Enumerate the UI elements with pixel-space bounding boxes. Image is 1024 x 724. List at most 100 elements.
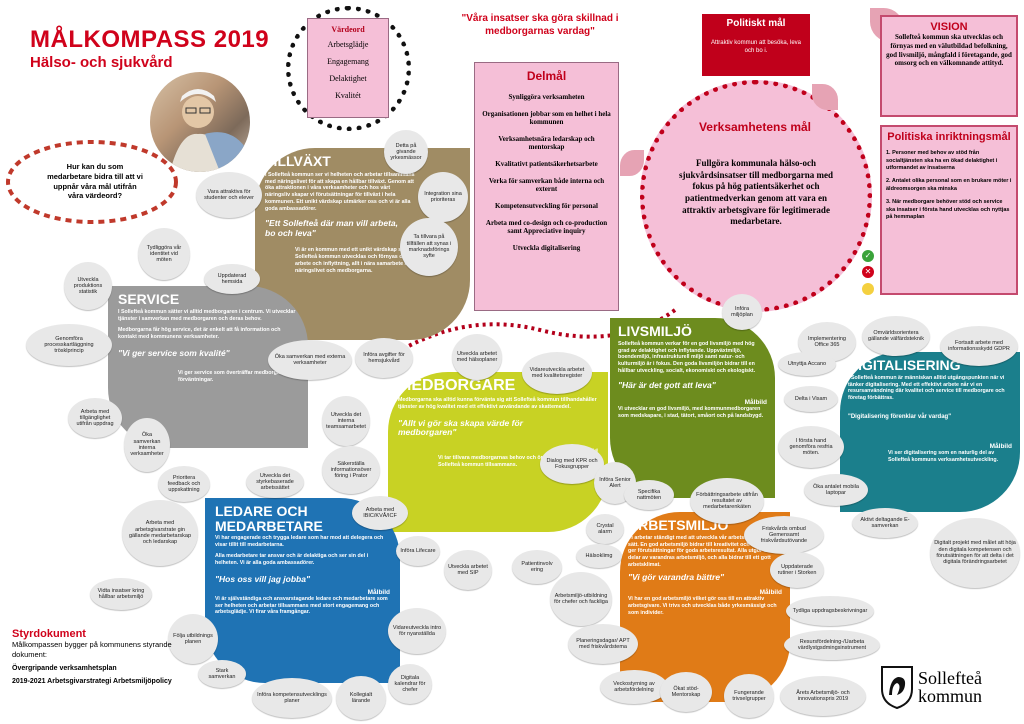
- bubble: Införa avgifter för hemsjukvård: [355, 338, 413, 378]
- bubble: Ta tillvara på tillfällen att synas i ma…: [400, 218, 458, 276]
- bubble: Fungerande trivselgrupper: [724, 674, 774, 718]
- ledare-text2: Alla medarbetare tar ansvar och är delak…: [215, 553, 369, 566]
- tillvaxt-quote: "Ett Sollefteå där man vill arbeta, bo o…: [265, 217, 398, 238]
- values-item: Delaktighet: [329, 74, 367, 83]
- ledare-section: LEDARE OCH MEDARBETARE Vi har engagerade…: [205, 498, 400, 683]
- bubble: Utveckla det styrkebaserade arbetssättet: [246, 466, 304, 498]
- crest-icon: [881, 666, 913, 709]
- bubble: Förbättringsarbete utifrån resultatet av…: [690, 478, 764, 524]
- digital-quote: "Digitalisering förenklar vår vardag": [848, 414, 952, 421]
- bubble: Utveckla arbetet med hälsoplaner: [452, 334, 502, 380]
- delmal-item: Kvalitativt patientsäkerhetsarbete: [495, 160, 598, 168]
- bubble: Följa utbildnings planen: [168, 614, 218, 664]
- bubble: Införa Lifecare: [396, 536, 440, 566]
- bubble: Tydliga uppdragsbeskrivningar: [786, 596, 874, 626]
- delmal-item: Verka för samverkan både interna och ext…: [488, 177, 605, 193]
- politiskt-mal-box: Politiskt mål Attraktiv kommun att besök…: [702, 14, 810, 76]
- bubble: Införa kompetensutvecklings planer: [252, 678, 332, 718]
- tillvaxt-text: I Sollefteå kommun ser vi helheten och a…: [265, 171, 415, 213]
- arbetsmiljo-title: ARBETSMILJÖ: [628, 517, 729, 533]
- politiskt-mal-title: Politiskt mål: [726, 18, 786, 29]
- digital-mb: Vi ser digitalisering som en naturlig de…: [888, 450, 999, 463]
- delmal-item: Verksamhetsnära ledarskap och mentorskap: [498, 135, 595, 151]
- verksamhet-leaf-icon: [620, 150, 644, 176]
- bubble: Uppdaterade rutiner i Storken: [770, 552, 824, 588]
- bubble: Resursfördelning-/Uarbeta värdlystgsdmin…: [784, 630, 880, 660]
- livsmiljo-quote: "Här är det gott att leva": [618, 380, 716, 391]
- politiska-item: 1. Personer med behov av stöd från socia…: [886, 150, 998, 172]
- bubble: Crystal alarm: [586, 514, 624, 544]
- verksamhet-leaf-icon: [812, 84, 838, 110]
- tillvaxt-mb: Vi är en kommun med ett unikt värdskap s…: [295, 247, 439, 275]
- bubble: Friskvårds ombud Gemensamt friskvårdsutö…: [744, 516, 824, 554]
- politiska-box: Politiska inriktningsmål 1. Personer med…: [880, 125, 1018, 295]
- question-dashed-outline: [6, 140, 178, 224]
- bubble: Öka antalet mobila laptopar: [804, 474, 868, 506]
- bubble: Prioritera feedback och uppskattning: [158, 466, 210, 502]
- municipality-logo: Sollefteå kommun: [880, 660, 1020, 714]
- bubble: Delta i Visam: [784, 386, 838, 412]
- bubble: Veckostyrning av arbetsfördelning: [600, 670, 668, 704]
- check-green-icon: ✓: [862, 250, 874, 262]
- delmal-item: Arbeta med co-design och co-production s…: [485, 219, 608, 235]
- bubble: Omvärldsorientera gällande välfärdstekni…: [862, 316, 930, 356]
- bubble: Planeringsdagar/ APT med friskvårdstema: [568, 624, 638, 664]
- tillvaxt-title: TILLVÄXT: [265, 153, 331, 169]
- delmal-item: Utveckla digitalisering: [512, 244, 581, 252]
- styrdokument-block: Styrdokument Målkompassen bygger på komm…: [12, 628, 172, 686]
- verksamhet-circle: [640, 80, 872, 312]
- vision-title: VISION: [930, 21, 968, 33]
- bubble: Patientinvolv ering: [512, 550, 562, 584]
- ledare-quote: "Hos oss vill jag jobba": [215, 573, 310, 584]
- bubble: Införa miljöplan: [722, 294, 762, 330]
- insatser-quote: "Våra insatser ska göra skillnad i medbo…: [461, 13, 619, 37]
- politiska-item: 2. Antalet olika personal som en brukare…: [886, 178, 1012, 192]
- logo-text: Sollefteå: [918, 668, 982, 688]
- bubble: Utveckla produktions statistik: [64, 262, 112, 310]
- delmal-item: Synliggöra verksamheten: [508, 93, 585, 101]
- arbetsmiljo-text: Vi arbetar ständigt med att utveckla vår…: [628, 534, 780, 569]
- bubble: Hälsoklimg: [576, 544, 622, 568]
- question-text: Hur kan du som medarbetare bidra till at…: [47, 162, 143, 201]
- bubble: Kollegialt lärande: [336, 676, 386, 720]
- delmal-item: Kompetensutveckling för personal: [495, 202, 598, 210]
- digital-title: DIGITALISERING: [848, 357, 961, 373]
- vision-box: VISION Sollefteå kommun ska utvecklas oc…: [880, 15, 1018, 117]
- bubble: Vidareutveckla arbetet med kvalitetsregi…: [522, 352, 592, 394]
- bubble: Arbeta med IBIC/KVÅ/ICF: [352, 496, 408, 530]
- bubble: Vidareutveckla intro för nyanställda: [388, 608, 446, 654]
- bubble: Aktivt deltagande E-samverkan: [852, 508, 918, 538]
- livsmiljo-section: LIVSMILJÖ Sollefteå kommun verkar för en…: [610, 318, 775, 498]
- bubble: Säkerställa informationsöver föring i Pr…: [322, 446, 380, 494]
- bubble: Öka samverkan interna verksamheter: [124, 418, 170, 472]
- bubble: Ökat stöd-Mentorskap: [660, 672, 712, 712]
- bubble: Öka samverkan med externa verksamheter: [268, 340, 352, 380]
- delmal-item: Organisationen jobbar som en helhet i he…: [482, 110, 611, 126]
- digital-text: I Sollefteå kommun är människan alltid u…: [848, 374, 1005, 402]
- bubble: Genomföra processkartläggning trösklprin…: [26, 324, 112, 366]
- bubble: Detta på givande yrkesmässor: [384, 130, 428, 174]
- delmal-title: Delmål: [526, 69, 567, 83]
- bubble: Fortsatt arbete med informationsskydd GD…: [940, 326, 1018, 366]
- dot-yellow-icon: [862, 283, 874, 295]
- service-text: I Sollefteå kommun sätter vi alltid medb…: [118, 308, 296, 322]
- medborgare-title: MEDBORGARE: [398, 377, 516, 394]
- styrdokument-doc: 2019-2021 Arbetsgivarstrategi Arbetsmilj…: [12, 677, 172, 685]
- digital-mb-label: Målbild: [989, 443, 1012, 451]
- bubble: Arbeta med arbetsgivarstrate gin gälland…: [122, 500, 198, 566]
- bubble: Stark samverkan: [198, 660, 246, 688]
- page-subtitle: Hälso- och sjukvård: [30, 54, 173, 71]
- ledare-mb: Vi är självständiga och ansvarstagande l…: [215, 595, 388, 616]
- bubble: Utveckla arbetet med SIP: [444, 550, 492, 590]
- values-item: Arbetsglädje: [327, 40, 369, 49]
- logo-text: kommun: [918, 686, 983, 706]
- ledare-title: LEDARE OCH MEDARBETARE: [215, 503, 323, 534]
- verksamhet-text: Fullgöra kommunala hälso-och sjukvårdsin…: [678, 158, 834, 227]
- service-mb: Vi ger service som överträffar medborgar…: [178, 369, 291, 383]
- verksamhet-title: Verksamhetens mål: [698, 120, 812, 134]
- caregiver-photo: [150, 72, 250, 172]
- bubble: Vidta insatser kring hållbar arbetsmiljö: [90, 578, 152, 610]
- bubble: Utnyttja Accano: [778, 352, 836, 376]
- arbetsmiljo-mb-label: Målbild: [759, 588, 782, 596]
- styrdokument-title: Styrdokument: [12, 628, 86, 640]
